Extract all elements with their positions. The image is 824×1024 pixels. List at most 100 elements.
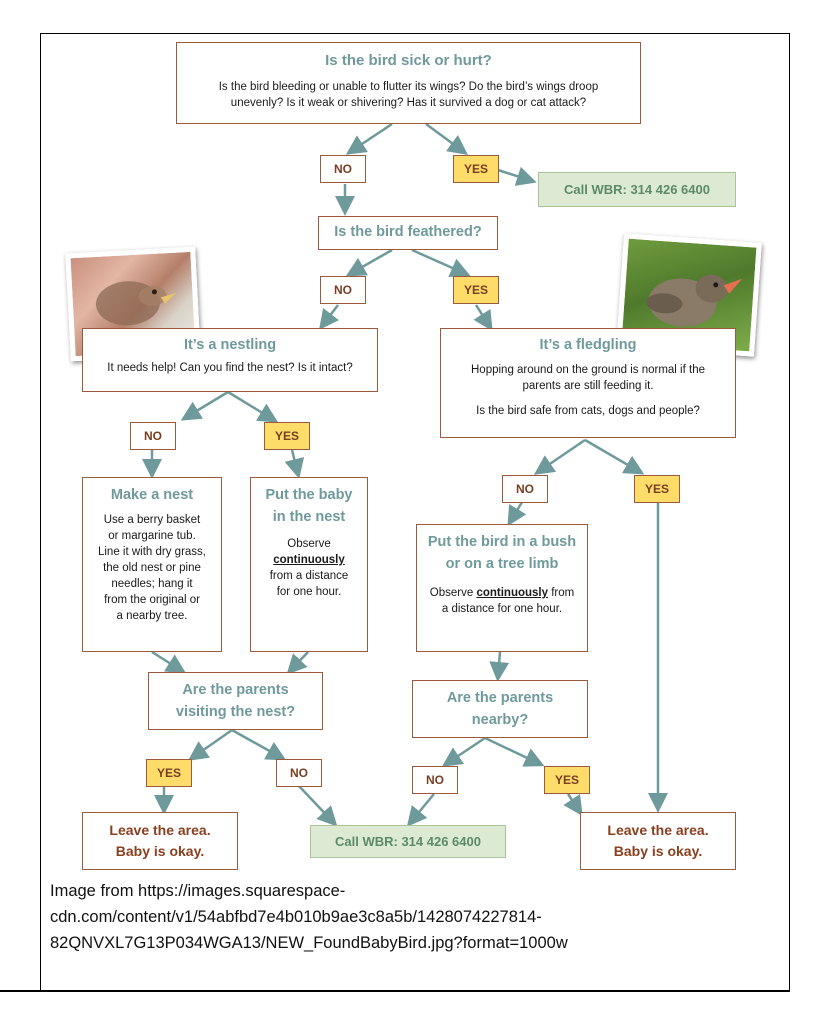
call-wbr-bottom: Call WBR: 314 426 6400 bbox=[310, 825, 506, 858]
arrow-no-nestling bbox=[318, 304, 340, 330]
arrow-no-putbird bbox=[507, 501, 527, 527]
leave-area-right: Leave the area. Baby is okay. bbox=[580, 812, 736, 870]
tag-yes-nestling: YES bbox=[264, 422, 310, 450]
tag-no-q1: NO bbox=[320, 155, 366, 183]
tag-no-visiting: NO bbox=[276, 759, 322, 787]
arrow-nestling-yes bbox=[227, 390, 279, 423]
leave-right-line2: Baby is okay. bbox=[613, 843, 703, 859]
put-baby-box: Put the baby in the nest Observe continu… bbox=[250, 477, 368, 652]
nestling-text: It needs help! Can you find the nest? Is… bbox=[107, 362, 353, 374]
parents-nearby-title-2: nearby? bbox=[471, 712, 529, 728]
put-baby-title-2: in the nest bbox=[272, 509, 346, 525]
tag-yes-nearby: YES bbox=[544, 766, 590, 794]
arrow-visiting-yes bbox=[187, 728, 233, 761]
tag-no-q2: NO bbox=[320, 276, 366, 304]
arrow-q2-no bbox=[345, 248, 393, 277]
arrow-q1-no bbox=[345, 122, 393, 155]
put-bird-emphasis: continuously bbox=[476, 587, 549, 599]
make-nest-line-4: the old nest or pine bbox=[103, 562, 201, 574]
parents-visiting-title-2: visiting the nest? bbox=[175, 704, 296, 720]
make-nest-line-1: Use a berry basket bbox=[103, 514, 201, 526]
call-wbr-top: Call WBR: 314 426 6400 bbox=[538, 172, 736, 207]
nestling-title: It’s a nestling bbox=[183, 337, 277, 353]
nestling-photo-art bbox=[95, 281, 177, 326]
put-bird-line-1: Observe continuously from bbox=[417, 585, 587, 601]
arrow-yes-leave-mid bbox=[563, 793, 583, 817]
fledgling-line2: parents are still feeding it. bbox=[522, 380, 654, 392]
arrow-no-call-left bbox=[297, 784, 338, 827]
nestling-photo bbox=[65, 246, 201, 362]
make-nest-box: Make a nest Use a berry basket or margar… bbox=[82, 477, 222, 652]
parents-visiting-box: Are the parents visiting the nest? bbox=[148, 672, 323, 730]
arrow-nearby-no bbox=[441, 736, 486, 767]
tag-no-fledgling: NO bbox=[502, 475, 548, 503]
leave-left-line1: Leave the area. bbox=[109, 822, 211, 838]
arrow-fledgling-no bbox=[533, 438, 586, 475]
question-sick-title: Is the bird sick or hurt? bbox=[325, 52, 492, 69]
arrow-fledgling-yes bbox=[584, 438, 645, 475]
fledgling-photo bbox=[616, 233, 762, 357]
arrow-nearby-yes bbox=[484, 736, 545, 767]
leave-area-left: Leave the area. Baby is okay. bbox=[82, 812, 238, 870]
arrow-putbaby-parents bbox=[286, 651, 309, 675]
tag-yes-q2: YES bbox=[453, 276, 499, 304]
put-bird-from: from bbox=[551, 587, 575, 599]
put-baby-line-4: for one hour. bbox=[276, 586, 342, 598]
tag-no-nearby: NO bbox=[412, 766, 458, 794]
make-nest-title: Make a nest bbox=[110, 487, 194, 503]
parents-visiting-title-1: Are the parents bbox=[182, 682, 289, 698]
make-nest-line-3: Line it with dry grass, bbox=[97, 546, 206, 558]
question-sick-or-hurt: Is the bird sick or hurt? Is the bird bl… bbox=[176, 42, 641, 124]
make-nest-line-2: or margarine tub. bbox=[108, 530, 196, 542]
tag-yes-fledgling: YES bbox=[634, 475, 680, 503]
tag-yes-q1: YES bbox=[453, 155, 499, 183]
question-sick-line2: unevenly? Is it weak or shivering? Has i… bbox=[230, 97, 587, 109]
table-border-top bbox=[40, 33, 790, 34]
arrow-yes-fledgling bbox=[473, 304, 493, 332]
table-border-bottom bbox=[0, 990, 790, 992]
make-nest-line-6: from the original or bbox=[104, 594, 200, 606]
put-bird-box: Put the bird in a bush or on a tree limb… bbox=[416, 524, 588, 652]
leave-right-line1: Leave the area. bbox=[607, 822, 709, 838]
leave-left-line2: Baby is okay. bbox=[115, 843, 205, 859]
put-baby-title-1: Put the baby bbox=[265, 487, 353, 503]
put-bird-title-1: Put the bird in a bush bbox=[427, 534, 577, 550]
caption-line-3: 82QNVXL7G13P034WGA13/NEW_FoundBabyBird.j… bbox=[50, 934, 568, 952]
question-feathered-title: Is the bird feathered? bbox=[334, 224, 482, 240]
put-baby-line-1: Observe bbox=[287, 538, 331, 550]
caption-line-2: cdn.com/content/v1/54abfbd7e4b010b9ae3c8… bbox=[50, 908, 542, 926]
arrow-yes-putbaby bbox=[284, 449, 305, 479]
put-bird-observe: Observe bbox=[429, 587, 474, 599]
fledgling-title: It’s a fledgling bbox=[539, 337, 637, 353]
put-bird-title-2: or on a tree limb bbox=[445, 556, 559, 572]
make-nest-line-7: a nearby tree. bbox=[116, 610, 188, 622]
arrow-no-call-right bbox=[406, 793, 435, 827]
table-border-divider bbox=[40, 33, 41, 991]
fledgling-line1: Hopping around on the ground is normal i… bbox=[471, 364, 705, 376]
nestling-box: It’s a nestling It needs help! Can you f… bbox=[82, 328, 378, 392]
table-border-right bbox=[789, 33, 790, 991]
caption-line-1: Image from https://images.squarespace- bbox=[50, 882, 346, 900]
arrow-yes-call bbox=[497, 166, 537, 186]
tag-yes-visiting: YES bbox=[146, 759, 192, 787]
arrow-nestling-no bbox=[180, 390, 229, 421]
put-bird-line-2: a distance for one hour. bbox=[441, 603, 563, 615]
arrow-q2-yes bbox=[411, 248, 471, 278]
image-source-caption: Image from https://images.squarespace- c… bbox=[50, 878, 750, 956]
parents-nearby-box: Are the parents nearby? bbox=[412, 680, 588, 738]
arrow-visiting-no bbox=[231, 728, 287, 761]
put-baby-emphasis: continuously bbox=[273, 554, 345, 566]
arrow-q1-yes bbox=[425, 122, 469, 155]
arrow-putbird-parents bbox=[489, 651, 510, 682]
question-feathered: Is the bird feathered? bbox=[318, 216, 498, 250]
fledgling-line3: Is the bird safe from cats, dogs and peo… bbox=[476, 405, 700, 417]
fledgling-box: It’s a fledgling Hopping around on the g… bbox=[440, 328, 736, 438]
fledgling-photo-art bbox=[646, 274, 743, 327]
parents-nearby-title-1: Are the parents bbox=[446, 690, 554, 706]
tag-no-nestling: NO bbox=[130, 422, 176, 450]
question-sick-line1: Is the bird bleeding or unable to flutte… bbox=[218, 81, 599, 93]
arrow-makenest-parents bbox=[151, 650, 187, 674]
put-baby-line-3: from a distance bbox=[269, 570, 349, 582]
make-nest-line-5: needles; hang it bbox=[111, 578, 193, 590]
